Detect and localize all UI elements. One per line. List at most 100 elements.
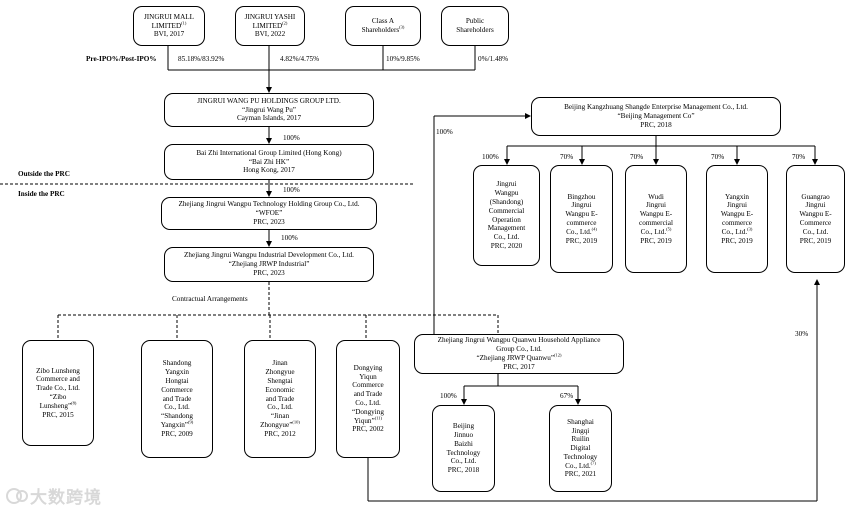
inside-prc-label: Inside the PRC xyxy=(18,190,65,198)
dongying-yiqun-box: Dongying Yiqun Commerce and Trade Co., L… xyxy=(336,340,400,458)
bz-line-3: Wangpu E- xyxy=(565,210,598,219)
jingrui-yashi-box: JINGRUI YASHI LIMITED(2) BVI, 2022 xyxy=(235,6,305,46)
baizhi-line-2: “Bai Zhi HK” xyxy=(248,157,290,166)
pct-ruilin-label: 67% xyxy=(560,392,574,400)
jrwp-industrial-box: Zhejiang Jingrui Wangpu Industrial Devel… xyxy=(164,247,374,282)
jn-line-1: Beijing xyxy=(452,422,475,431)
gr-line-3: Wangpu E- xyxy=(799,210,832,219)
jn-line-4: Technology xyxy=(446,448,481,457)
zibo-line-5: Lunsheng”(8) xyxy=(39,400,77,410)
baizhi-line-1: Bai Zhi International Group Limited (Hon… xyxy=(196,148,342,157)
class-a-shareholders-box: Class A Shareholders(3) xyxy=(345,6,421,46)
ws-line-4: Commercial xyxy=(488,206,525,215)
shengtai-line-4: Economic xyxy=(265,385,295,394)
class-a-line-2: Shareholders(3) xyxy=(361,24,405,34)
shengtai-line-5: and Trade xyxy=(265,394,295,403)
beijing-management-box: Beijing Kangzhuang Shangde Enterprise Ma… xyxy=(531,97,781,136)
jrwp-quanwu-box: Zhejiang Jingrui Wangpu Quanwu Household… xyxy=(414,334,624,374)
jn-line-3: Baizhi xyxy=(454,439,473,448)
jingrui-mall-box: JINGRUI MALL LIMITED(1) BVI, 2017 xyxy=(133,6,205,46)
holdings-line-3: Cayman Islands, 2017 xyxy=(236,114,302,123)
ws-line-7: Co., Ltd. xyxy=(493,233,520,242)
yx-line-1: Yangxin xyxy=(724,192,750,201)
wd-line-5: Co., Ltd.(5) xyxy=(640,226,672,236)
bingzhou-jingrui-box: Bingzhou Jingrui Wangpu E- commerce Co.,… xyxy=(550,165,613,273)
gr-line-5: Co., Ltd. xyxy=(802,227,829,236)
jn-line-5: Co., Ltd. xyxy=(450,457,477,466)
hongtai-line-5: and Trade xyxy=(162,394,192,403)
holdings-box: JINGRUI WANG PU HOLDINGS GROUP LTD. “Jin… xyxy=(164,93,374,127)
quanwu-line-2: Group Co., Ltd. xyxy=(496,345,542,354)
baizhi-hk-box: Bai Zhi International Group Limited (Hon… xyxy=(164,144,374,180)
gr-line-1: Guangrao xyxy=(801,192,830,201)
zibo-line-4: “Zibo xyxy=(49,393,67,401)
contractual-arrangements-label: Contractual Arrangements xyxy=(172,295,248,303)
bz-line-2: Jingrui xyxy=(571,201,592,210)
hongtai-line-4: Commerce xyxy=(161,385,193,394)
ws-line-2: Wangpu xyxy=(494,189,519,198)
holdings-line-1: JINGRUI WANG PU HOLDINGS GROUP LTD. xyxy=(197,96,341,105)
jingrui-mall-line-2: LIMITED(1) xyxy=(151,20,187,30)
shengtai-line-3: Shengtai xyxy=(267,377,293,386)
jingrui-yashi-line-1: JINGRUI YASHI xyxy=(244,12,296,21)
wd-line-6: PRC, 2019 xyxy=(640,236,672,245)
bz-line-6: PRC, 2019 xyxy=(565,236,598,245)
public-line-1: Public xyxy=(465,17,485,26)
jingrui-wangpu-shandong-box: Jingrui Wangpu (Shandong) Commercial Ope… xyxy=(473,165,540,266)
hongtai-line-1: Shandong xyxy=(162,359,192,368)
hongtai-line-8: Yangxin”(9) xyxy=(160,419,194,429)
rl-line-5: Technology xyxy=(563,452,598,461)
hongtai-line-3: Hongtai xyxy=(165,377,189,386)
zibo-line-1: Zibo Lunsheng xyxy=(36,366,80,375)
pct-30-label: 30% xyxy=(795,330,809,338)
yiqun-line-1: Dongying xyxy=(353,363,383,372)
bz-line-4: commerce xyxy=(566,219,597,227)
holdings-line-2: “Jingrui Wang Pu” xyxy=(242,105,296,114)
gr-line-4: Commerce xyxy=(799,219,832,227)
ws-line-1: Jingrui xyxy=(496,180,517,189)
yx-line-6: PRC, 2019 xyxy=(721,236,753,245)
wfoe-box: Zhejiang Jingrui Wangpu Technology Holdi… xyxy=(161,197,377,230)
wfoe-line-3: PRC, 2023 xyxy=(253,217,285,226)
shengtai-line-1: Jinan xyxy=(272,359,288,368)
yiqun-line-4: and Trade xyxy=(353,390,383,399)
baizhi-line-3: Hong Kong, 2017 xyxy=(243,166,295,175)
yiqun-line-6: “Dongying xyxy=(352,407,384,416)
pct-jinnuo-label: 100% xyxy=(440,392,457,400)
jingrui-mall-line-3: BVI, 2017 xyxy=(153,30,185,39)
hongtai-line-6: Co., Ltd. xyxy=(164,403,190,412)
shengtai-line-6: Co., Ltd. xyxy=(267,403,293,412)
yiqun-line-7: Yiqun”(11) xyxy=(353,415,383,425)
zibo-line-2: Commerce and xyxy=(36,375,80,384)
yangxin-jingrui-box: Yangxin Jingrui Wangpu E- commerce Co., … xyxy=(706,165,768,273)
wd-line-4: commercial xyxy=(639,219,673,227)
quanwu-line-3: “Zhejiang JRWP Quanwu”(12) xyxy=(476,352,562,362)
jinan-zhongyue-box: Jinan Zhongyue Shengtai Economic and Tra… xyxy=(244,340,316,458)
yx-line-2: Jingrui xyxy=(727,201,747,210)
yiqun-line-5: Co., Ltd. xyxy=(355,399,381,407)
pct-industrial-label: 100% xyxy=(281,234,298,242)
rl-line-1: Shanghai xyxy=(567,417,594,426)
ws-line-5: Operation xyxy=(492,215,521,224)
bz-line-1: Bingzhou xyxy=(567,192,596,201)
industrial-line-1: Zhejiang Jingrui Wangpu Industrial Devel… xyxy=(184,251,354,260)
watermark-text: 大数跨境 xyxy=(30,488,102,508)
pct-kangzhuang-label: 100% xyxy=(436,128,453,136)
classa-pct-label: 10%/9.85% xyxy=(386,55,420,63)
pct-yangxin-label: 70% xyxy=(711,153,725,161)
watermark-logo-icon xyxy=(6,487,28,504)
yiqun-line-3: Commerce xyxy=(352,381,384,390)
gr-line-2: Jingrui xyxy=(805,201,826,210)
hongtai-line-7: “Shandong xyxy=(161,412,193,421)
pct-wangpu-shandong-label: 100% xyxy=(482,153,499,161)
shengtai-line-7: “Jinan xyxy=(270,412,290,421)
jingrui-yashi-line-2: LIMITED(2) xyxy=(252,20,288,30)
quanwu-line-4: PRC, 2017 xyxy=(503,362,535,371)
rl-line-7: PRC, 2021 xyxy=(564,470,597,479)
zibo-line-3: Trade Co., Ltd. xyxy=(36,384,80,393)
yiqun-line-2: Yiqun xyxy=(359,372,377,381)
wd-line-1: Wudi xyxy=(648,192,664,201)
quanwu-line-1: Zhejiang Jingrui Wangpu Quanwu Household… xyxy=(437,336,601,345)
